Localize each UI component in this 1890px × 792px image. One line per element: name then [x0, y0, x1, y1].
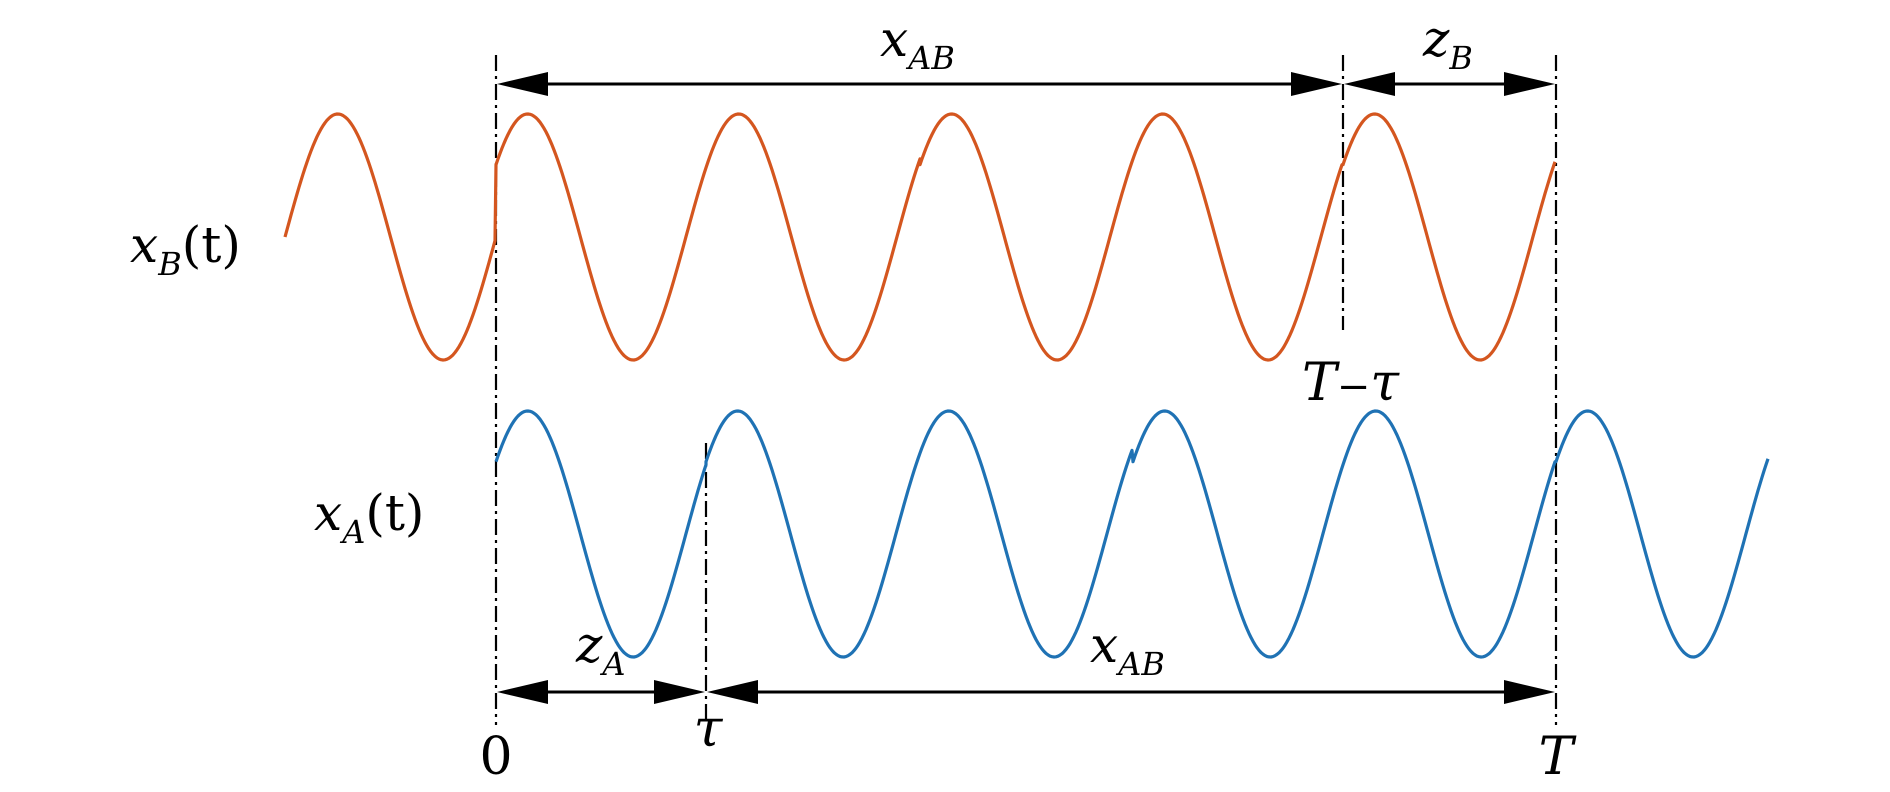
arrowhead — [1504, 680, 1555, 704]
signal-b-wave — [283, 112, 1557, 362]
interval-label-top-left: xAB — [880, 10, 955, 77]
tick-label-T-minus-tau-T: T — [1302, 353, 1340, 413]
signal-label-b-sub: B — [157, 245, 182, 283]
interval-label-bottom-left-sub: A — [599, 645, 625, 683]
interval-label-bottom-right-name: x — [1090, 616, 1118, 674]
interval-label-bottom-right: xAB — [1090, 616, 1165, 683]
tick-label-zero: 0 — [479, 727, 512, 787]
arrowhead — [654, 680, 705, 704]
tick-label-T-minus-tau-minus: − — [1337, 364, 1371, 410]
tick-label-T-minus-tau: T−τ — [1302, 353, 1400, 413]
interval-label-bottom-left-name: z — [575, 616, 603, 674]
interval-label-top-left-sub: AB — [905, 39, 955, 77]
tick-label-tau: τ — [694, 699, 724, 759]
interval-label-bottom-left: zA — [575, 616, 625, 683]
interval-label-bottom-right-sub: AB — [1115, 645, 1165, 683]
interval-label-top-left-name: x — [880, 10, 908, 68]
interval-label-top-right: zB — [1422, 10, 1473, 77]
signal-label-a: xA(t) — [314, 484, 424, 551]
arrowhead — [497, 680, 548, 704]
signal-label-b-name: x — [130, 216, 158, 274]
signal-label-b-arg: (t) — [182, 216, 241, 274]
signal-label-a-arg: (t) — [365, 484, 424, 542]
interval-label-top-right-sub: B — [1448, 39, 1473, 77]
arrowhead — [707, 680, 758, 704]
arrowhead — [1504, 72, 1555, 96]
interval-label-top-right-name: z — [1422, 10, 1450, 68]
signal-a-wave — [494, 409, 1770, 659]
arrowhead — [497, 72, 548, 96]
arrowhead — [1344, 72, 1395, 96]
tick-label-T: T — [1539, 727, 1577, 787]
arrowhead — [1291, 72, 1342, 96]
signal-label-b: xB(t) — [130, 216, 241, 283]
tick-label-T-minus-tau-tau: τ — [1370, 353, 1400, 413]
signal-label-a-name: x — [314, 484, 342, 542]
signal-label-a-sub: A — [339, 513, 365, 551]
